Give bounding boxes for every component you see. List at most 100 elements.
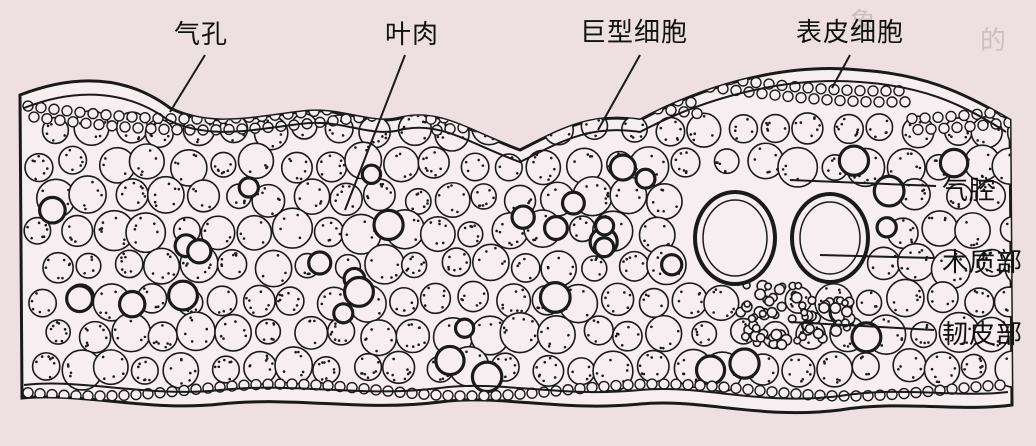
chloroplast-dot	[650, 325, 653, 329]
chloroplast-dot	[334, 199, 338, 202]
chloroplast-dot	[182, 261, 185, 265]
chloroplast-dot	[412, 271, 415, 275]
chloroplast-dot	[208, 205, 211, 209]
chloroplast-dot	[344, 339, 348, 342]
chloroplast-dot	[98, 324, 102, 328]
cell	[703, 284, 740, 322]
chloroplast-dot	[124, 186, 127, 189]
chloroplast-dot	[843, 344, 846, 347]
chloroplast-dot	[652, 269, 655, 272]
chloroplast-dot	[123, 271, 127, 274]
chloroplast-dot	[871, 266, 875, 270]
chloroplast-dot	[248, 299, 251, 302]
cell	[65, 284, 95, 314]
chloroplast-dot	[100, 230, 103, 233]
cell	[728, 347, 761, 380]
chloroplast-dot	[45, 228, 49, 231]
cell	[61, 105, 73, 117]
chloroplast-dot	[973, 289, 977, 293]
cell	[186, 179, 221, 213]
chloroplast-dot	[270, 337, 273, 341]
chloroplast-dot	[129, 270, 133, 273]
chloroplast-dot	[819, 299, 823, 303]
chloroplast-dot	[234, 320, 237, 323]
chloroplast-dot	[584, 221, 588, 225]
chloroplast-dot	[44, 266, 48, 269]
chloroplast-dot	[477, 258, 481, 262]
chloroplast-dot	[674, 120, 677, 124]
chloroplast-dot	[640, 372, 644, 375]
chloroplast-dot	[919, 367, 923, 371]
cell	[645, 183, 683, 220]
chloroplast-dot	[931, 300, 934, 303]
chloroplast-dot	[54, 339, 58, 343]
cell	[454, 390, 466, 402]
chloroplast-dot	[394, 273, 398, 277]
chloroplast-dot	[904, 133, 908, 137]
chloroplast-dot	[412, 218, 416, 222]
cell	[829, 302, 842, 314]
cell	[366, 110, 378, 122]
chloroplast-dot	[658, 272, 662, 276]
chloroplast-dot	[267, 303, 270, 307]
chloroplast-dot	[425, 169, 429, 172]
cell	[622, 379, 634, 391]
chloroplast-dot	[174, 161, 177, 164]
chloroplast-dot	[71, 168, 74, 172]
chloroplast-dot	[458, 267, 462, 271]
chloroplast-dot	[1017, 205, 1020, 208]
chloroplast-dot	[598, 273, 601, 276]
chloroplast-dot	[950, 135, 953, 139]
cell	[399, 94, 411, 106]
cell	[505, 116, 536, 146]
chloroplast-dot	[723, 170, 727, 173]
chloroplast-dot	[647, 294, 650, 298]
chloroplast-dot	[981, 310, 985, 314]
chloroplast-dot	[806, 370, 809, 374]
chloroplast-dot	[330, 330, 334, 334]
cell	[419, 282, 452, 315]
chloroplast-dot	[100, 193, 103, 197]
chloroplast-dot	[217, 360, 221, 364]
cell	[249, 122, 261, 134]
chloroplast-dot	[781, 168, 785, 171]
cell	[274, 378, 286, 390]
cell	[41, 112, 53, 125]
cell	[850, 390, 862, 402]
chloroplast-dot	[447, 265, 450, 269]
chloroplast-dot	[643, 225, 647, 228]
cell	[750, 76, 762, 89]
chloroplast-dot	[417, 343, 420, 347]
chloroplast-dot	[223, 322, 227, 326]
chloroplast-dot	[381, 135, 384, 138]
cell	[237, 142, 275, 180]
chloroplast-dot	[679, 127, 682, 131]
chloroplast-dot	[465, 350, 468, 354]
chloroplast-dot	[1024, 365, 1027, 368]
cell	[728, 113, 759, 144]
chloroplast-dot	[271, 212, 274, 215]
chloroplast-dot	[528, 276, 532, 280]
cell	[698, 70, 710, 82]
chloroplast-dot	[611, 309, 615, 313]
chloroplast-dot	[139, 338, 143, 342]
chloroplast-dot	[351, 205, 355, 208]
chloroplast-dot	[74, 240, 77, 243]
chloroplast-dot	[1026, 343, 1029, 346]
chloroplast-dot	[918, 289, 921, 293]
chloroplast-dot	[84, 327, 88, 330]
chloroplast-dot	[676, 362, 680, 365]
chloroplast-dot	[261, 241, 265, 244]
chloroplast-dot	[370, 259, 373, 262]
chloroplast-dot	[448, 255, 451, 259]
chloroplast-dot	[1026, 361, 1029, 364]
chloroplast-dot	[788, 372, 792, 376]
cell	[794, 281, 803, 290]
cell	[1009, 181, 1012, 214]
cell	[713, 148, 740, 175]
cell	[496, 119, 508, 131]
chloroplast-dot	[292, 308, 296, 311]
chloroplast-dot	[41, 159, 45, 163]
chloroplast-dot	[99, 311, 102, 314]
chloroplast-dot	[976, 139, 979, 142]
